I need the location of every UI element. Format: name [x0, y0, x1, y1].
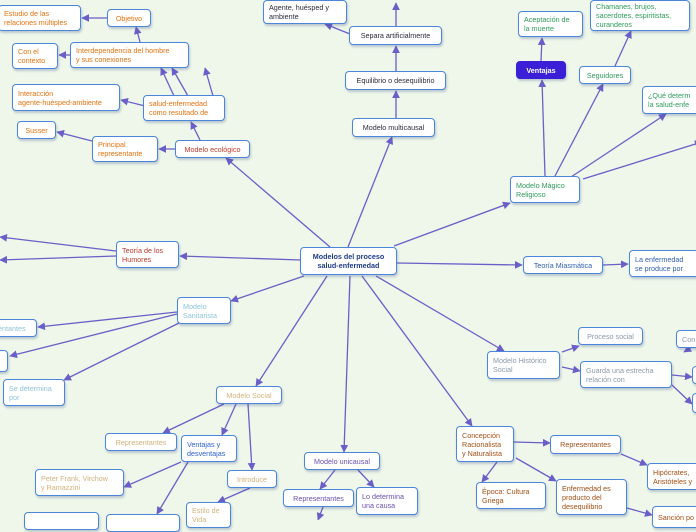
connector-arrow [671, 372, 693, 381]
node-enfermedad-produce[interactable]: La enfermedad se produce por [629, 250, 696, 277]
node-modelo-ecologico[interactable]: Modelo ecológico [175, 140, 250, 158]
node-bottom-box-2[interactable] [106, 514, 180, 532]
connector-arrow [515, 457, 557, 482]
node-susser[interactable]: Susser [17, 121, 56, 139]
node-interaccion[interactable]: Interacción agente-huésped-ambiente [12, 84, 120, 111]
connector-lines [0, 2, 696, 520]
node-epoca[interactable]: Época: Cultura Griega [476, 482, 546, 509]
connector-arrow [37, 311, 178, 331]
node-que-determina[interactable]: ¿Qué determ la salud-enfe [642, 86, 696, 114]
node-bottom-box-1[interactable] [24, 512, 99, 530]
connector-arrow [179, 252, 302, 261]
connector-arrow [255, 275, 328, 387]
connector-arrow [156, 461, 189, 515]
node-estudio[interactable]: Estudio de las relaciones múltiples [0, 5, 81, 31]
node-se-determina[interactable]: Se determina por [3, 379, 65, 406]
node-sancion[interactable]: Sanción po [652, 506, 696, 528]
connector-arrow [561, 365, 581, 374]
connector-arrow [123, 461, 182, 488]
node-modelo-social[interactable]: Modelo Social [216, 386, 282, 404]
connector-arrow [221, 403, 237, 436]
connector-arrow [357, 469, 375, 488]
connector-arrow [190, 121, 201, 141]
node-equilibrio[interactable]: Equilibrio o desequilibrio [345, 71, 446, 90]
node-edge-box-1[interactable] [692, 366, 696, 384]
connector-arrow [347, 136, 394, 248]
connector-arrow [554, 83, 604, 177]
node-guarda-relacion[interactable]: Guarda una estrecha relación con [580, 361, 672, 388]
node-proceso-social[interactable]: Proceso social [578, 327, 643, 345]
connector-arrow [0, 255, 117, 264]
connector-arrow [620, 453, 648, 466]
node-modelo-unicausal[interactable]: Modelo unicausal [304, 452, 380, 470]
connector-arrow [570, 113, 667, 178]
connector-arrow [0, 233, 117, 252]
connector-arrow [319, 469, 336, 490]
connector-arrow [247, 403, 256, 471]
connector-arrow [120, 97, 146, 107]
connector-arrow [171, 67, 189, 97]
node-partial-box[interactable] [0, 350, 8, 372]
node-representantes-sanitarista[interactable]: entantes [0, 319, 37, 337]
connector-arrow [56, 129, 93, 142]
connector-arrow [393, 201, 511, 247]
node-con-contexto[interactable]: Con el contexto [12, 43, 58, 69]
node-representantes-social[interactable]: Representantes [105, 433, 177, 451]
node-seguidores[interactable]: Seguidores [579, 66, 631, 84]
connector-arrow [361, 275, 473, 427]
node-estilo-vida[interactable]: Estilo de Vida [186, 502, 231, 528]
connector-arrow [225, 157, 331, 248]
connector-arrow [602, 260, 629, 269]
node-edge-box-2[interactable] [692, 393, 696, 413]
node-ventajas-desventajas[interactable]: Ventajas y desventajas [181, 435, 237, 462]
root-node[interactable]: Modelos del proceso salud-enfermedad [300, 247, 397, 275]
connector-arrow [671, 384, 693, 405]
node-concepcion-racionalista[interactable]: Concepción Racionalista y Naturalista [456, 426, 514, 462]
node-interdependencia[interactable]: Interdependencia del hombre y sus conexi… [70, 42, 189, 68]
node-agente[interactable]: Agente, huésped y ambiente [263, 0, 347, 24]
node-enfermedad-producto[interactable]: Enfermedad es producto del desequilibrio [556, 479, 627, 515]
node-objetivo[interactable]: Objetivo [107, 9, 151, 27]
node-representantes-unicausal[interactable]: Representantes [283, 489, 354, 507]
connector-arrow [537, 37, 546, 62]
connector-arrow [340, 275, 351, 453]
connector-arrow [614, 30, 632, 67]
connector-arrow [626, 507, 653, 517]
node-aceptacion[interactable]: Aceptación de la muerte [518, 11, 583, 37]
connector-arrow [481, 461, 498, 483]
connector-arrow [9, 313, 178, 359]
node-modelo-historico[interactable]: Modelo Histórico Social [487, 351, 560, 379]
node-separa[interactable]: Separa artificialmente [349, 26, 442, 45]
node-principal-representante[interactable]: Principal representante [92, 136, 158, 162]
node-teoria-humores[interactable]: Teoría de los Humores [116, 241, 179, 268]
node-multicausal[interactable]: Modelo multicausal [352, 118, 435, 137]
node-con-small[interactable]: Con [676, 330, 696, 348]
connector-arrow [582, 140, 696, 180]
node-teoria-miasmatica[interactable]: Teoría Miasmática [523, 256, 603, 274]
node-introduce[interactable]: Introduce [227, 470, 277, 488]
connector-arrow [230, 275, 305, 303]
connector-arrow [203, 67, 214, 97]
node-magico-religioso[interactable]: Modelo Mágico Religioso [510, 176, 580, 203]
connector-arrow [134, 26, 142, 43]
node-hipocrates[interactable]: Hipócrates, Aristóteles y [647, 463, 696, 490]
connector-arrow [538, 79, 547, 177]
node-chamanes[interactable]: Chamanes, brujos, sacerdotes, espiritist… [590, 0, 690, 31]
connector-arrow [162, 403, 225, 434]
node-salud-resultado[interactable]: salud-enfermedad como resultado de [143, 95, 225, 121]
connector-arrow [375, 275, 505, 352]
connector-arrow [217, 487, 251, 503]
connector-arrow [561, 344, 580, 353]
node-representantes-racionalista[interactable]: Representantes [550, 435, 621, 454]
node-modelo-sanitarista[interactable]: Modelo Sanitarista [177, 297, 231, 324]
connector-arrow [513, 438, 551, 447]
connector-arrow [63, 322, 180, 381]
connector-arrow [316, 506, 325, 520]
connector-arrow [396, 260, 523, 269]
connector-arrow [324, 22, 351, 35]
node-lo-determina[interactable]: Lo determina una causa [356, 487, 418, 515]
node-peter-frank[interactable]: Peter Frank, Virchow y Ramazzini [35, 469, 124, 496]
connector-arrow [160, 67, 175, 97]
node-ventajas-dark[interactable]: Ventajas [516, 61, 566, 79]
